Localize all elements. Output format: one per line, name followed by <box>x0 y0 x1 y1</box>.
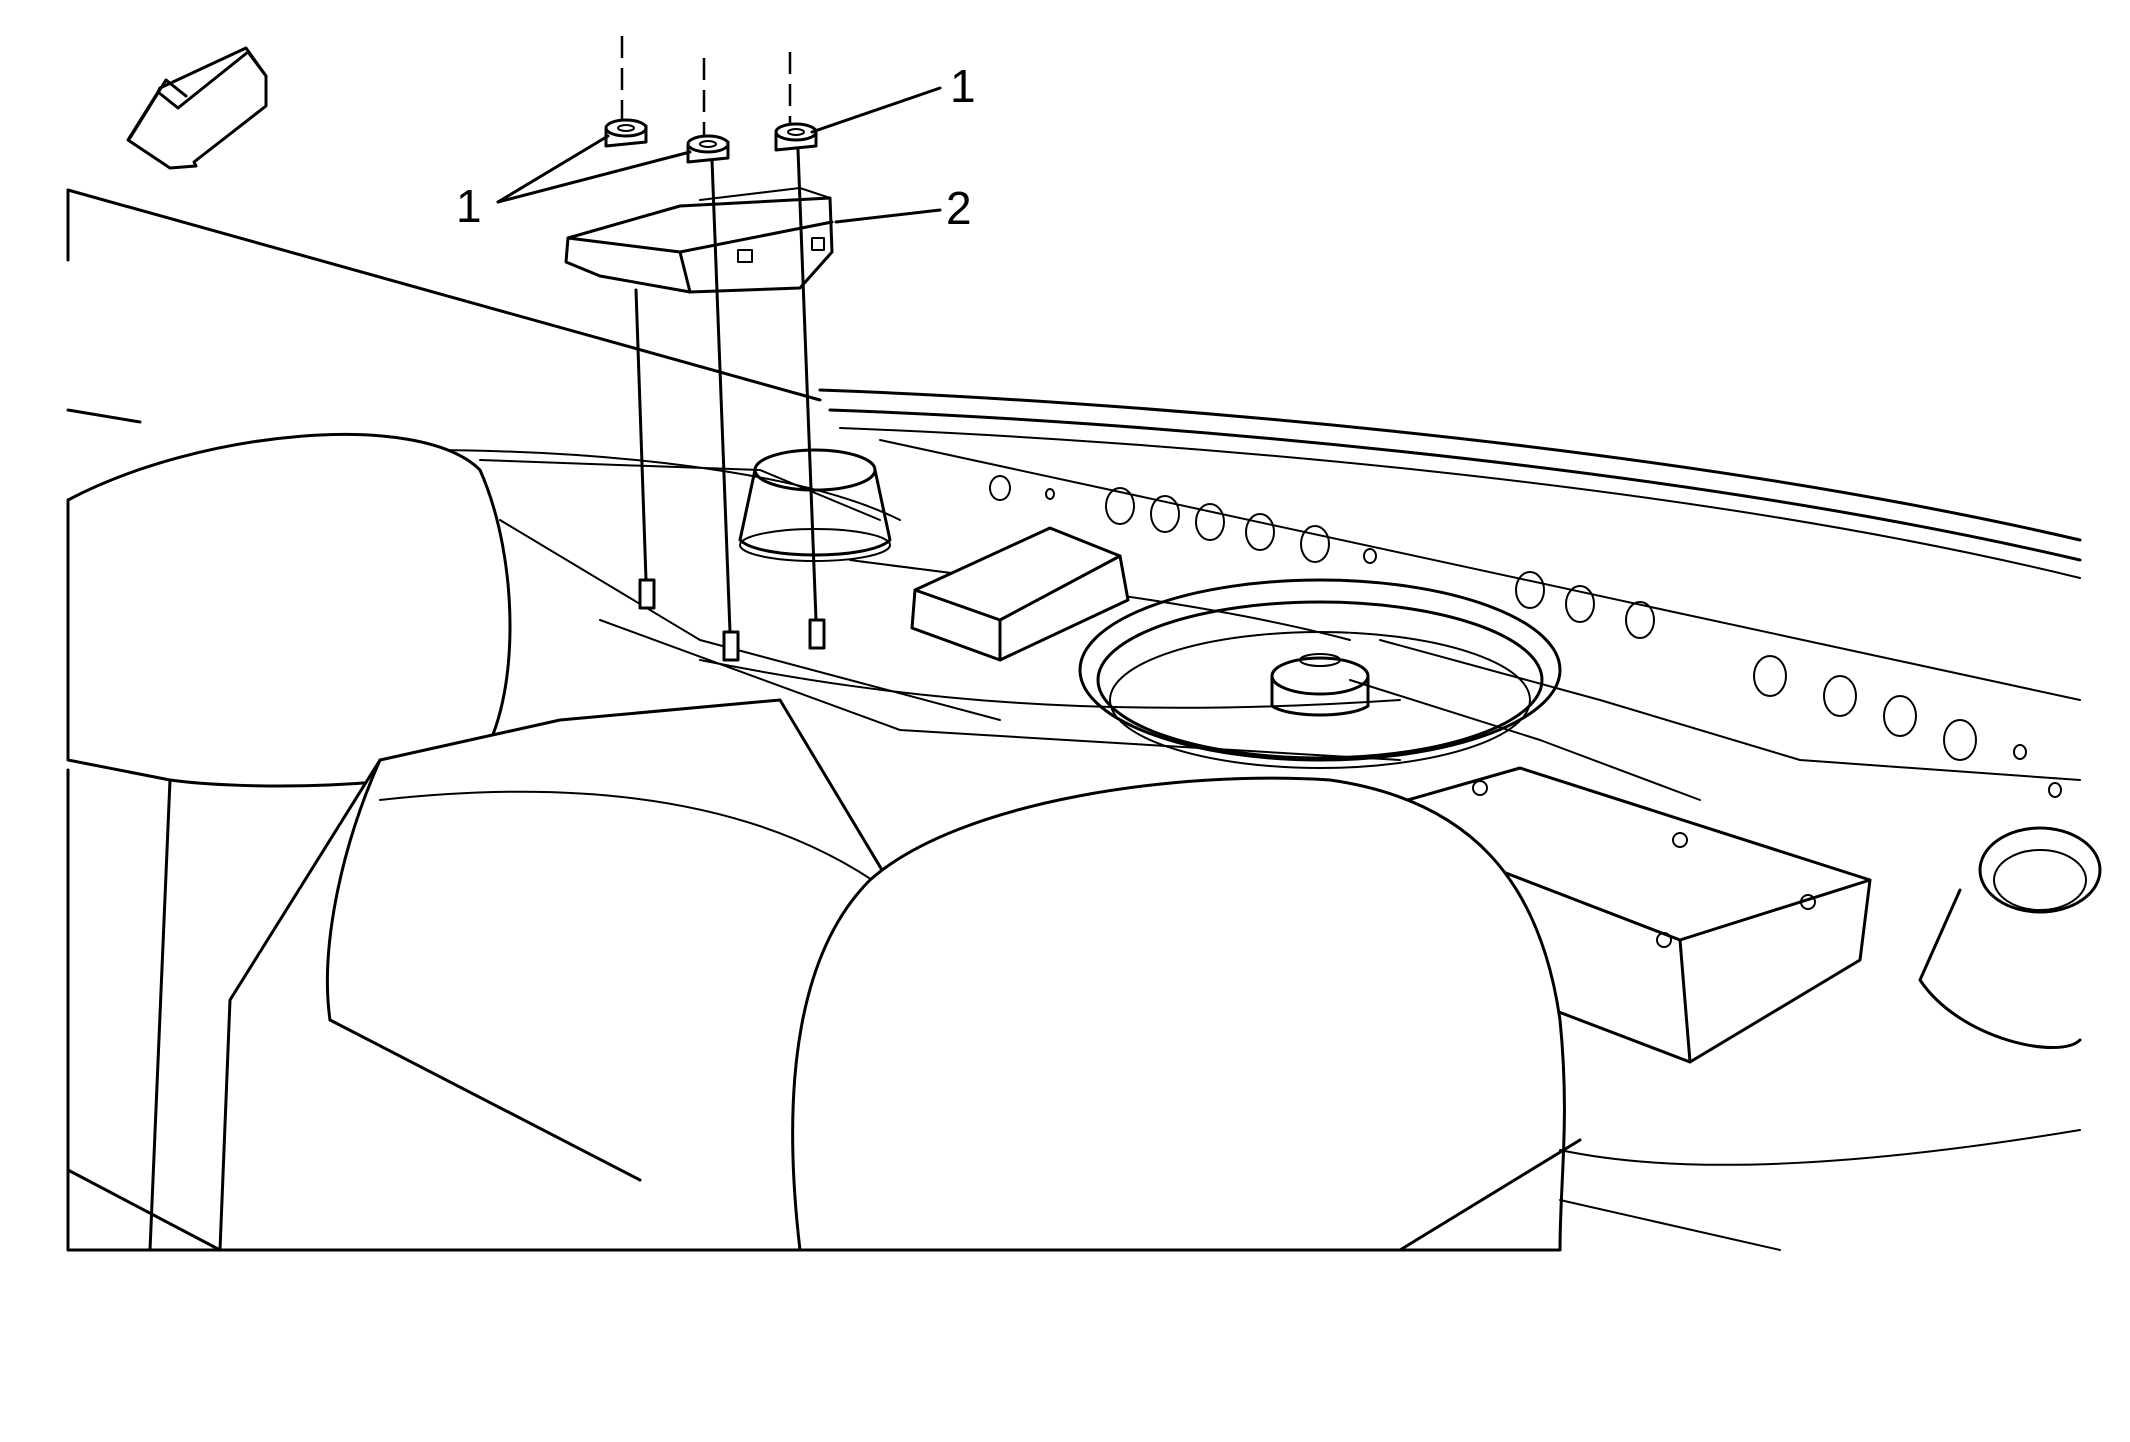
shelf-module <box>910 526 1130 662</box>
right-speaker <box>1918 826 2102 1049</box>
callout-1-left: 1 <box>456 180 482 232</box>
headrest-center <box>791 776 1566 1252</box>
large-speaker <box>1078 578 1562 769</box>
installation-lines <box>620 36 818 634</box>
front-direction-arrow-icon <box>126 46 268 170</box>
callout-2: 2 <box>946 182 972 234</box>
headrest-left <box>66 432 512 788</box>
panel-holes <box>989 475 2062 798</box>
nut-right <box>774 122 818 152</box>
module-part-2 <box>564 187 834 294</box>
nut-center <box>686 134 730 164</box>
nut-left <box>604 118 648 148</box>
seatback-left <box>66 698 942 1252</box>
leader-lines <box>496 86 942 224</box>
seatback-right <box>1398 1129 2081 1252</box>
mounting-studs <box>638 578 826 662</box>
callout-1-right: 1 <box>950 60 976 112</box>
